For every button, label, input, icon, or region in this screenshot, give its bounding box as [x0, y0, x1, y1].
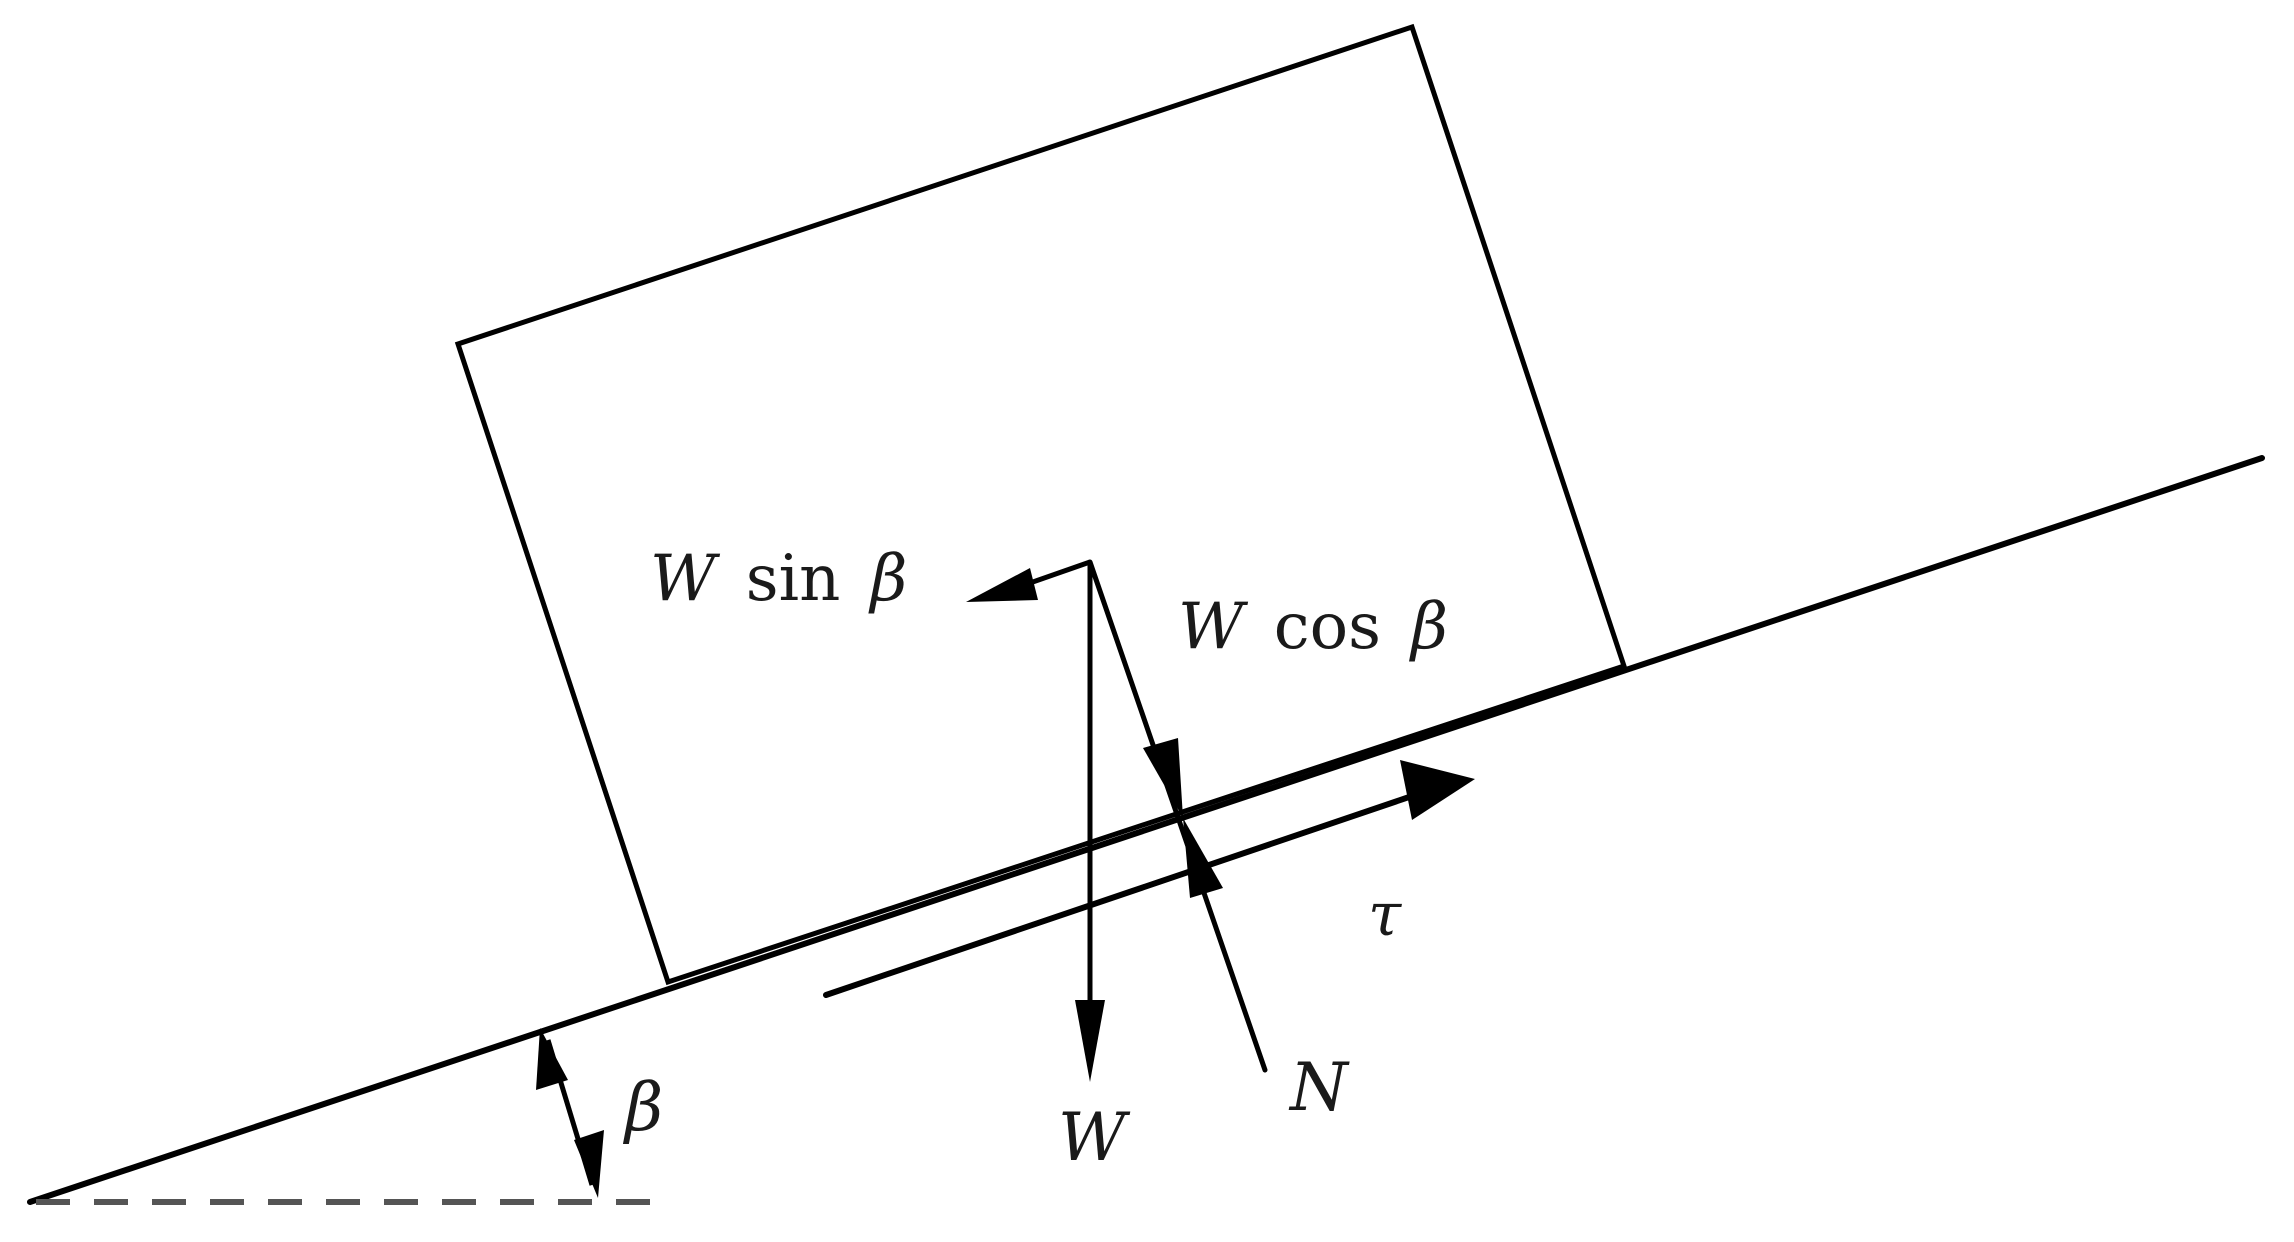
- label-w-sin-angle: β: [868, 542, 907, 616]
- block: [454, 23, 1628, 986]
- label-w-cos-beta: W cos β: [1178, 590, 1448, 664]
- shear-plane-line: [823, 792, 1418, 998]
- incline-line: [27, 455, 2265, 1205]
- angle-marker-arrowhead-top: [536, 1028, 568, 1090]
- label-w-sin-var: W: [650, 542, 721, 616]
- label-w-cos-fn: cos: [1274, 590, 1381, 664]
- normal-force-arrowhead: [1183, 818, 1223, 898]
- label-angle-beta: β: [622, 1069, 663, 1146]
- normal-line: [1087, 559, 1268, 1073]
- label-normal: N: [1288, 1049, 1350, 1126]
- label-tau: τ: [1368, 880, 1402, 950]
- label-weight: W: [1058, 1099, 1131, 1176]
- label-w-sin-beta: W sin β: [650, 542, 907, 616]
- angle-marker-arrowhead-bottom: [574, 1130, 604, 1198]
- w-sin-beta-arrowhead: [966, 568, 1038, 602]
- w-cos-beta-arrowhead: [1143, 738, 1183, 818]
- label-w-cos-var: W: [1178, 590, 1249, 664]
- weight-arrowhead: [1075, 1000, 1105, 1082]
- tau-arrowhead: [1400, 760, 1475, 820]
- label-w-cos-angle: β: [1409, 590, 1448, 664]
- label-w-sin-fn: sin: [746, 542, 841, 616]
